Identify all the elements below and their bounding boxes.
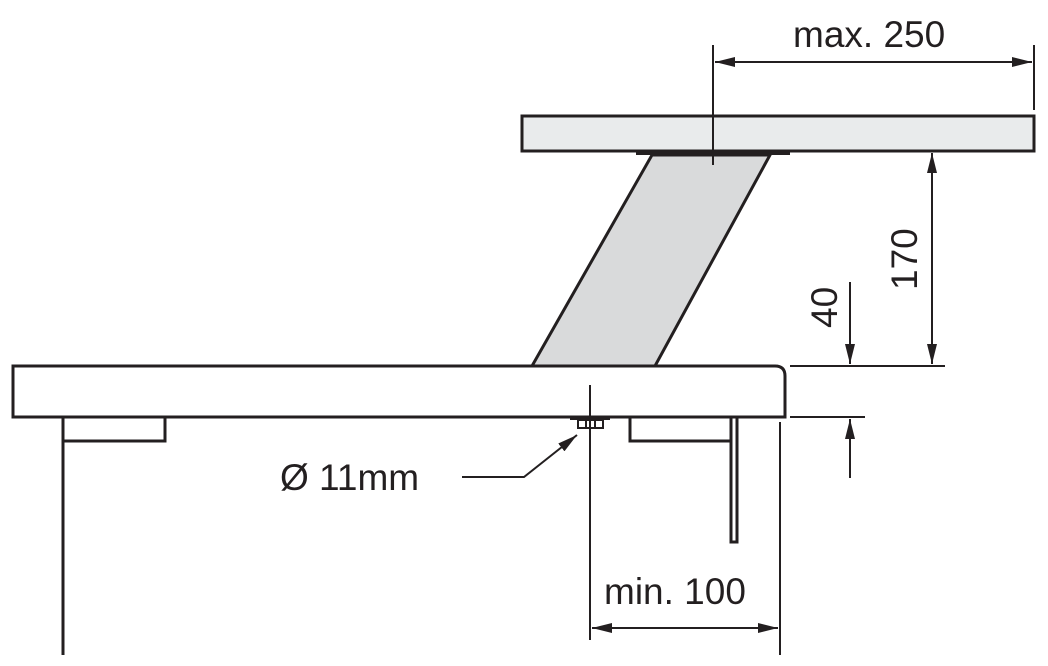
max-overhang-label: max. 250 [793, 14, 945, 55]
thickness-label: 40 [804, 287, 845, 328]
top-board [520, 114, 1036, 153]
bracket-leg [529, 153, 773, 368]
right-post [729, 415, 739, 544]
hole-diameter-label: Ø 11mm [280, 457, 419, 498]
min-distance-label: min. 100 [604, 571, 746, 612]
height-label: 170 [884, 228, 925, 290]
right-support [628, 415, 734, 443]
left-support [61, 415, 167, 443]
main-board [11, 364, 787, 419]
hole-leader [462, 434, 578, 478]
